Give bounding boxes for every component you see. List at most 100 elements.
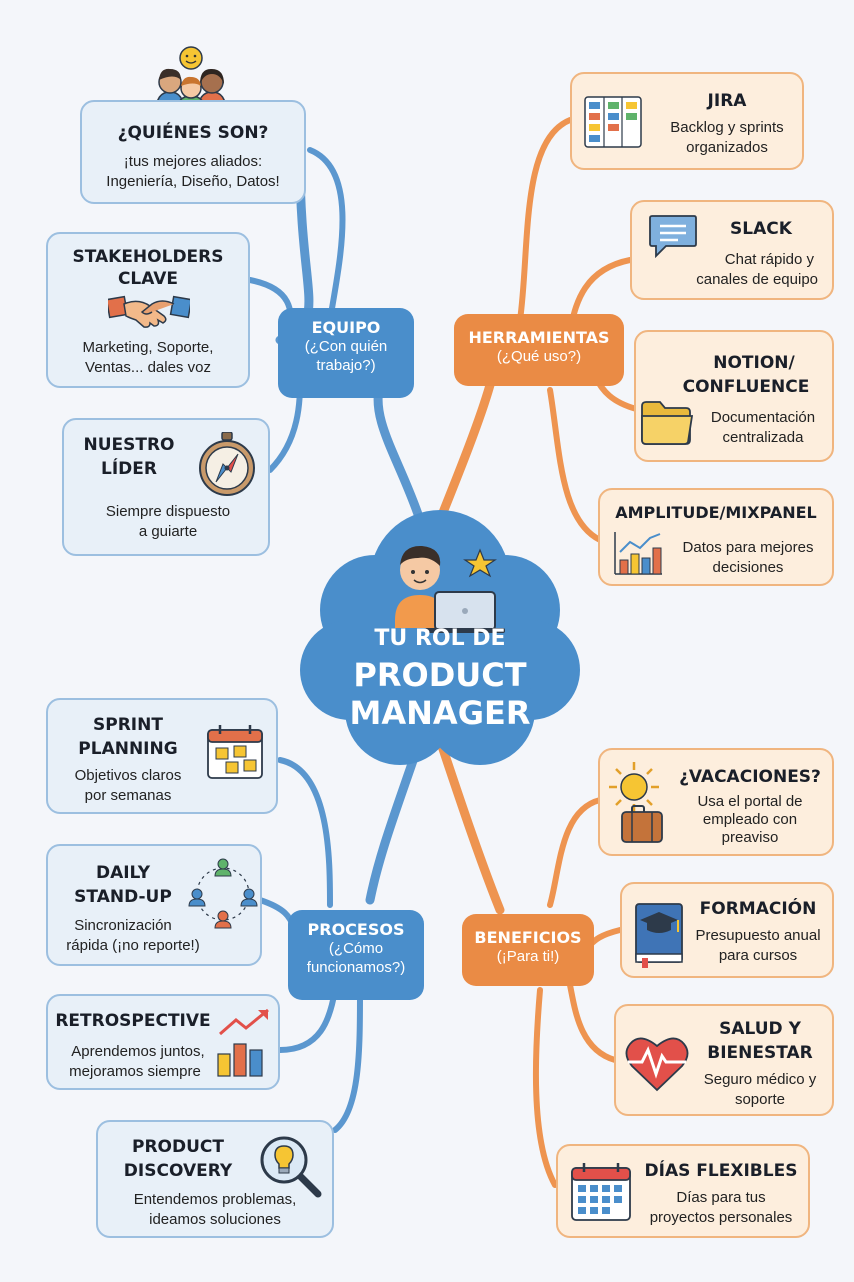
center-title-line3: MANAGER — [349, 694, 531, 732]
analytics-chart-icon — [614, 532, 662, 575]
card-text: Siempre dispuesto — [105, 503, 231, 520]
card-text: rápida (¡no reporte!) — [66, 937, 200, 954]
card-text: Presupuesto anual — [695, 927, 821, 944]
card-nuestro-lider[interactable]: NUESTRO LÍDER Siempre dispuesto a guiart… — [62, 418, 270, 556]
card-text: Usa el portal de — [697, 793, 803, 810]
hub-equipo-title: EQUIPO — [311, 318, 381, 337]
card-text: organizados — [686, 139, 768, 156]
growth-chart-icon — [217, 1008, 269, 1077]
card-text: a guiarte — [138, 523, 198, 540]
hub-herramientas[interactable]: HERRAMIENTAS (¿Qué uso?) — [454, 314, 624, 386]
team-sync-icon — [188, 858, 258, 929]
compass-icon — [199, 432, 255, 496]
card-text: Días para tus — [676, 1189, 766, 1206]
card-text: canales de equipo — [696, 271, 818, 288]
card-text: Sincronización — [74, 917, 172, 934]
card-text: preaviso — [721, 829, 779, 846]
card-jira[interactable]: JIRA Backlog y sprints organizados — [570, 72, 804, 170]
card-text: Ventas... dales voz — [85, 359, 211, 376]
person-laptop-icon — [395, 545, 505, 633]
card-daily-standup[interactable]: DAILY STAND-UP Sincronización rápida (¡n… — [46, 844, 262, 966]
card-text: empleado con — [702, 811, 798, 828]
hub-procesos-sub1: (¿Cómo — [328, 940, 384, 957]
card-title: JIRA — [707, 91, 747, 111]
center-title-line2: PRODUCT — [353, 656, 527, 694]
card-amplitude[interactable]: AMPLITUDE/MIXPANEL Datos para mejores de… — [598, 488, 834, 586]
card-text: Entendemos problemas, — [133, 1191, 297, 1208]
card-text: Datos para mejores — [682, 539, 814, 556]
card-text: proyectos personales — [649, 1209, 793, 1226]
card-retrospective[interactable]: RETROSPECTIVE Aprendemos juntos, mejoram… — [46, 994, 280, 1090]
card-vacaciones[interactable]: ¿VACACIONES? Usa el portal de empleado c… — [598, 748, 834, 856]
magnifier-lightbulb-icon — [260, 1136, 322, 1198]
card-title: SALUD Y — [719, 1019, 801, 1039]
card-text: Aprendemos juntos, — [71, 1043, 205, 1060]
card-title: SLACK — [730, 219, 792, 239]
card-title: NUESTRO — [83, 435, 175, 455]
card-title: CLAVE — [117, 269, 179, 289]
card-title: DISCOVERY — [123, 1161, 233, 1181]
card-text: centralizada — [722, 429, 804, 446]
card-text: Documentación — [710, 409, 816, 426]
card-title: ¿QUIÉNES SON? — [117, 123, 269, 143]
card-salud-bienestar[interactable]: SALUD Y BIENESTAR Seguro médico y soport… — [614, 1004, 834, 1116]
folder-icon — [641, 401, 694, 445]
center-cloud — [300, 510, 580, 765]
hub-herramientas-title: HERRAMIENTAS — [468, 328, 610, 347]
card-text: Ingeniería, Diseño, Datos! — [106, 173, 280, 190]
card-title: PLANNING — [78, 739, 178, 759]
card-title: AMPLITUDE/MIXPANEL — [615, 503, 817, 522]
card-title: FORMACIÓN — [699, 899, 817, 919]
card-title: PRODUCT — [132, 1137, 224, 1157]
hub-beneficios[interactable]: BENEFICIOS (¡Para ti!) — [462, 914, 594, 986]
card-title: LÍDER — [101, 459, 157, 479]
handshake-icon — [108, 295, 190, 328]
center-title-line1: TU ROL DE — [374, 626, 506, 651]
card-text: para cursos — [718, 947, 798, 964]
hub-equipo[interactable]: EQUIPO (¿Con quién trabajo?) — [278, 308, 414, 398]
heart-pulse-icon — [625, 1037, 689, 1092]
card-text: Seguro médico y — [703, 1071, 817, 1088]
card-text: Backlog y sprints — [670, 119, 784, 136]
calendar-grid-icon — [571, 1163, 631, 1221]
card-text: decisiones — [712, 559, 784, 576]
card-text: Chat rápido y — [724, 251, 814, 268]
hub-procesos-title: PROCESOS — [307, 920, 405, 939]
card-text: Objetivos claros — [74, 767, 182, 784]
card-slack[interactable]: SLACK Chat rápido y canales de equipo — [630, 200, 834, 300]
card-sprint-planning[interactable]: SPRINT PLANNING Objetivos claros por sem… — [46, 698, 278, 814]
hub-beneficios-sub: (¡Para ti!) — [496, 948, 560, 965]
hub-beneficios-title: BENEFICIOS — [474, 928, 582, 947]
card-title: STAKEHOLDERS — [72, 247, 224, 267]
hub-procesos[interactable]: PROCESOS (¿Cómo funcionamos?) — [288, 910, 424, 1000]
card-formacion[interactable]: FORMACIÓN Presupuesto anual para cursos — [620, 882, 834, 978]
card-title: CONFLUENCE — [682, 377, 810, 397]
hub-equipo-sub2: trabajo?) — [316, 357, 376, 374]
card-text: por semanas — [84, 787, 172, 804]
card-text: ¡tus mejores aliados: — [123, 153, 263, 170]
sun-suitcase-icon — [609, 762, 663, 843]
card-title: RETROSPECTIVE — [55, 1011, 211, 1031]
card-text: mejoramos siempre — [69, 1063, 201, 1080]
card-text: soporte — [734, 1091, 786, 1108]
card-text: Marketing, Soporte, — [82, 339, 214, 356]
card-title: NOTION/ — [713, 353, 795, 373]
hub-equipo-sub1: (¿Con quién — [304, 338, 388, 355]
kanban-board-icon — [584, 96, 642, 148]
card-title: DÍAS FLEXIBLES — [644, 1161, 798, 1181]
card-title: STAND-UP — [74, 887, 172, 907]
card-stakeholders[interactable]: STAKEHOLDERS CLAVE Marketing, Soporte, V… — [46, 232, 250, 388]
book-graduation-icon — [635, 903, 683, 968]
calendar-notes-icon — [207, 725, 263, 779]
hub-herramientas-sub: (¿Qué uso?) — [496, 348, 582, 365]
card-title: BIENESTAR — [707, 1043, 813, 1063]
card-notion[interactable]: NOTION/ CONFLUENCE Documentación central… — [634, 330, 834, 462]
card-text: ideamos soluciones — [149, 1211, 281, 1228]
card-dias-flexibles[interactable]: DÍAS FLEXIBLES Días para tus proyectos p… — [556, 1144, 810, 1238]
card-quienes-son[interactable]: ¿QUIÉNES SON? ¡tus mejores aliados: Inge… — [80, 100, 306, 204]
chat-bubble-icon — [649, 215, 697, 258]
card-title: SPRINT — [93, 715, 163, 735]
card-product-discovery[interactable]: PRODUCT DISCOVERY Entendemos problemas, … — [96, 1120, 334, 1238]
card-title: ¿VACACIONES? — [679, 767, 821, 787]
